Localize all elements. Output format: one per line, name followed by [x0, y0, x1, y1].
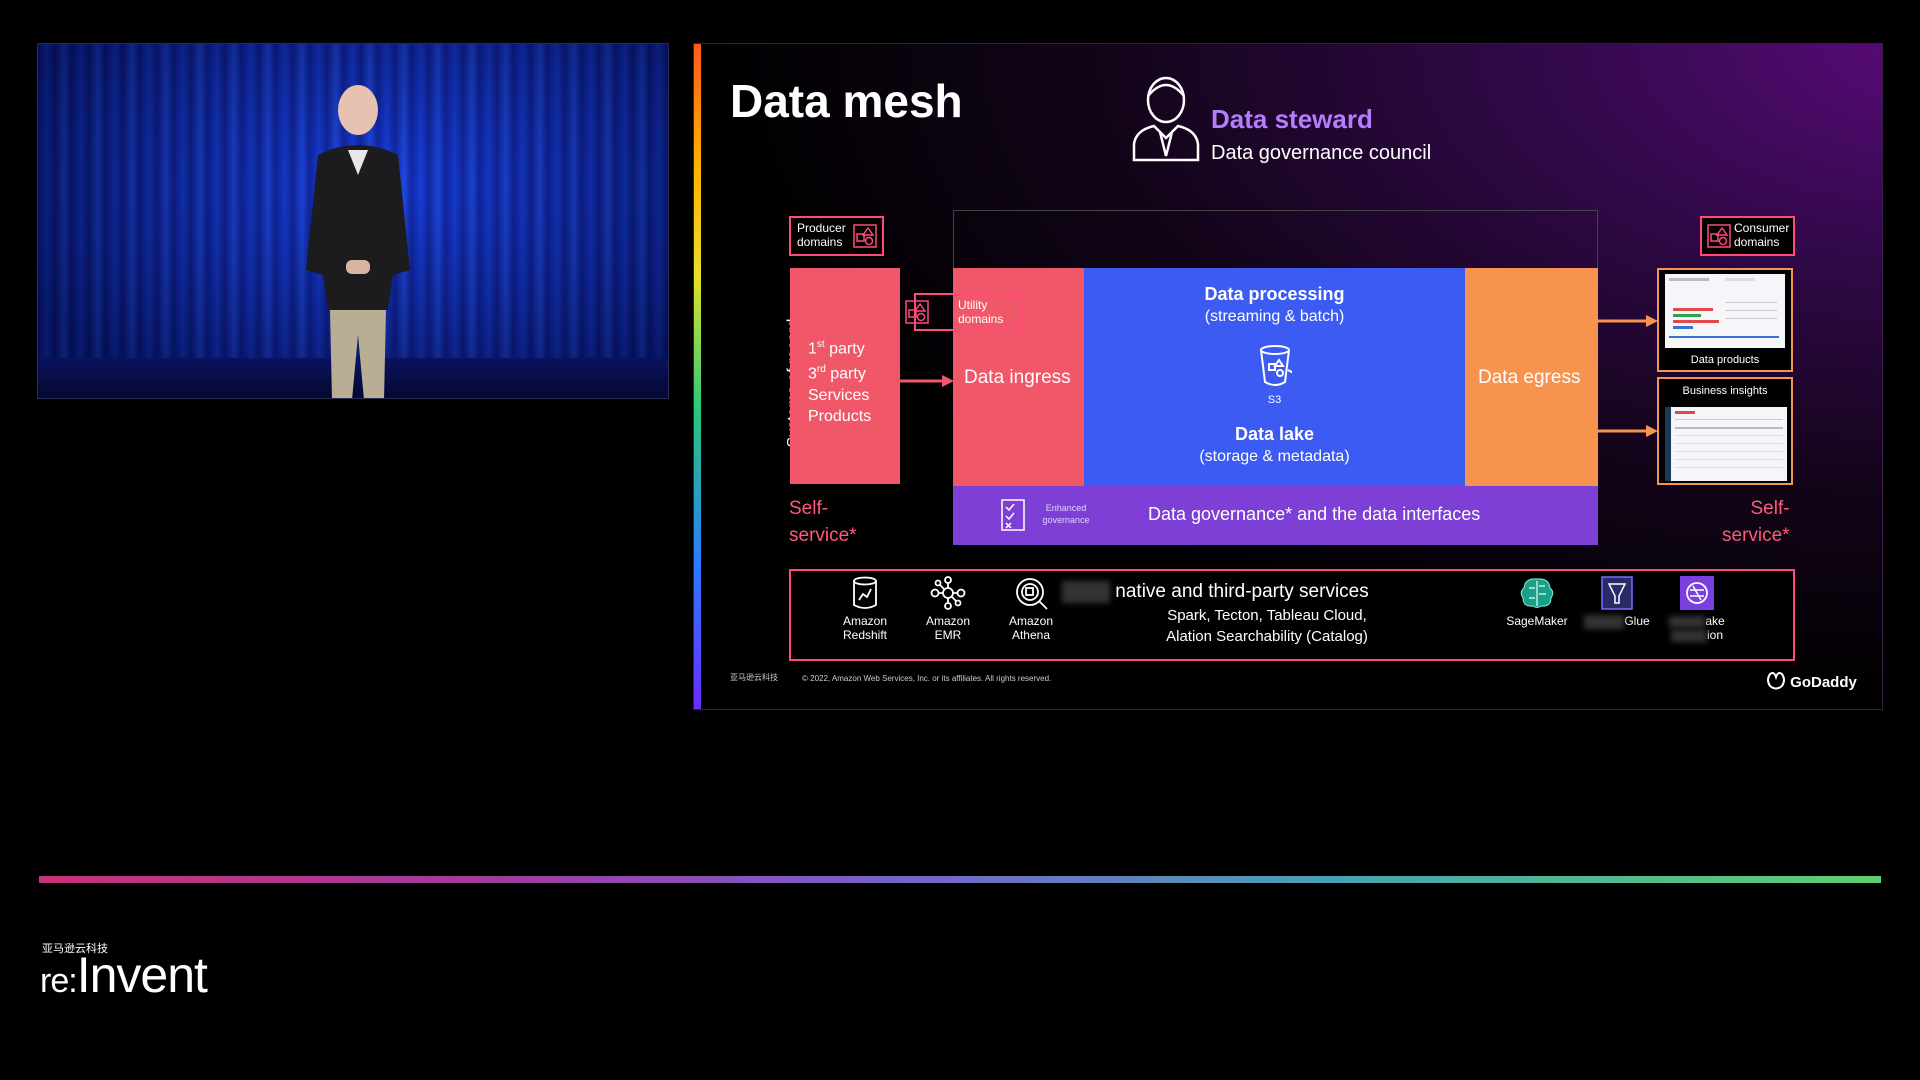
steward-subtitle: Data governance council — [1211, 142, 1431, 165]
data-ingress-label: Data ingress — [964, 367, 1071, 389]
data-lake-title: Data lake — [1084, 424, 1465, 445]
report-thumbnail — [1665, 407, 1787, 481]
copyright-notice: © 2022, Amazon Web Services, Inc. or its… — [802, 674, 1051, 683]
source-third-party: 3rd party — [808, 359, 900, 384]
data-processing-title: Data processing — [1084, 284, 1465, 305]
aws-logo: 亚马逊云科技 — [730, 672, 778, 683]
service-lake-formation: ake ion — [1662, 576, 1732, 642]
source-systems-box: 1st party 3rd party Services Products — [790, 268, 900, 484]
s3-bucket-icon — [1258, 344, 1292, 388]
data-egress-label: Data egress — [1478, 367, 1580, 389]
arrow-right-icon — [900, 374, 954, 388]
speaker-figure — [298, 80, 418, 399]
speaker-video — [37, 43, 669, 399]
data-processing-subtitle: (streaming & batch) — [1084, 308, 1465, 326]
arrow-right-icon — [1598, 314, 1658, 328]
business-insights-label: Business insights — [1659, 385, 1791, 397]
service-glue: Glue — [1582, 576, 1652, 629]
consumer-domains-label: Consumer domains — [1734, 221, 1790, 249]
native-services-title: native and third-party services — [1122, 581, 1369, 603]
data-governance-label: Data governance* and the data interfaces — [1148, 504, 1480, 525]
producer-domains-label: Producer domains — [797, 221, 853, 249]
producer-domains-tag: Producer domains — [789, 216, 884, 256]
native-services-line2: Alation Searchability (Catalog) — [1074, 628, 1460, 645]
self-service-left: Self-service* — [789, 495, 857, 549]
godaddy-icon — [1766, 672, 1786, 690]
redacted-text — [1671, 630, 1707, 642]
utility-domains-tag: Utility domains — [914, 293, 1024, 331]
utility-domains-label: Utility domains — [958, 298, 1010, 326]
slide-accent-bar — [694, 44, 701, 709]
dashboard-thumbnail — [1665, 274, 1785, 348]
footer-gradient-bar — [39, 876, 1881, 883]
service-sagemaker: SageMaker — [1502, 576, 1572, 628]
emr-icon — [929, 576, 967, 610]
godaddy-logo: GoDaddy — [1766, 672, 1857, 691]
s3-label: S3 — [1084, 394, 1465, 406]
redacted-text — [1584, 615, 1624, 629]
data-products-card: Data products — [1657, 268, 1793, 372]
slide-title: Data mesh — [730, 74, 963, 128]
steward-title: Data steward — [1211, 104, 1373, 135]
reinvent-logo: re:Invent — [40, 946, 207, 1004]
redacted-text — [1669, 616, 1705, 628]
source-first-party: 1st party — [808, 334, 900, 359]
glue-icon — [1601, 576, 1633, 610]
business-insights-card: Business insights — [1657, 377, 1793, 485]
person-icon — [1130, 72, 1202, 162]
sagemaker-brain-icon — [1519, 576, 1555, 610]
source-products: Products — [808, 406, 900, 427]
source-services: Services — [808, 385, 900, 406]
shapes-icon — [852, 223, 878, 249]
native-services-line1: Spark, Tecton, Tableau Cloud, — [1074, 607, 1460, 624]
shapes-icon — [904, 299, 930, 325]
athena-icon — [1012, 576, 1050, 610]
checklist-icon — [1001, 499, 1025, 531]
enhanced-governance-label: Enhanced governance — [1026, 502, 1106, 526]
self-service-right: Self-service* — [1722, 495, 1790, 549]
redshift-icon — [850, 576, 880, 610]
lake-formation-icon — [1680, 576, 1714, 610]
data-lake-subtitle: (storage & metadata) — [1084, 448, 1465, 466]
data-products-label: Data products — [1659, 354, 1791, 366]
redacted-text — [1062, 581, 1110, 603]
consumer-domains-tag: Consumer domains — [1700, 216, 1795, 256]
arrow-right-icon — [1598, 424, 1658, 438]
shapes-icon — [1706, 223, 1732, 249]
presentation-slide: Data mesh Data steward Data governance c… — [693, 43, 1883, 710]
